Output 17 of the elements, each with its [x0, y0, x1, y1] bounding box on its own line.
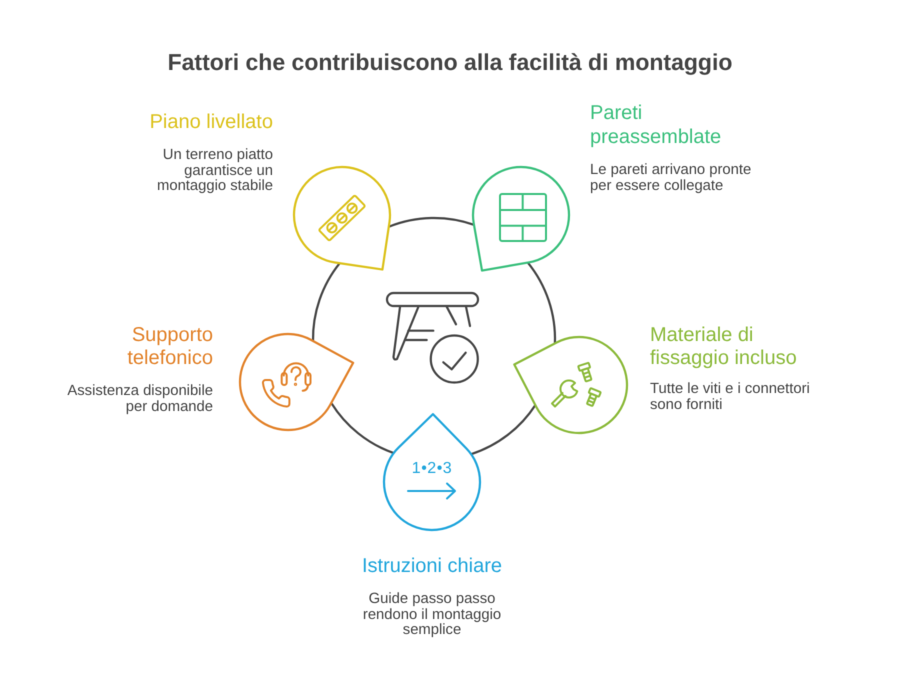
- factor-description: Assistenza disponibile per domande: [66, 384, 213, 416]
- factor-description: Un terreno piatto garantisce un montaggio stabile: [156, 148, 273, 195]
- factor-title: Pareti preassemblate: [590, 102, 722, 149]
- factor-title: Supporto telefonico: [126, 324, 213, 370]
- factor-title: Materiale di fissaggio incluso: [650, 324, 798, 370]
- factor-title: Piano livellato: [148, 111, 273, 134]
- ring-arc: [388, 216, 474, 228]
- ring-arc: [312, 262, 341, 342]
- factor-title: Istruzioni chiare: [361, 555, 503, 578]
- factor-description: Guide passo passo rendono il montaggio semplice: [362, 592, 502, 639]
- diagram-title: Fattori che contribuiscono alla facilità di montaggio: [167, 48, 733, 76]
- ring-arc: [470, 404, 536, 456]
- step-numbers: 1•2•3: [411, 460, 453, 478]
- ring-arc: [526, 262, 556, 344]
- factor-description: Tutte le viti e i connettori sono forniti: [650, 382, 811, 414]
- factor-description: Le pareti arrivano pronte per essere collegate: [590, 163, 752, 194]
- ring-arc: [330, 402, 394, 454]
